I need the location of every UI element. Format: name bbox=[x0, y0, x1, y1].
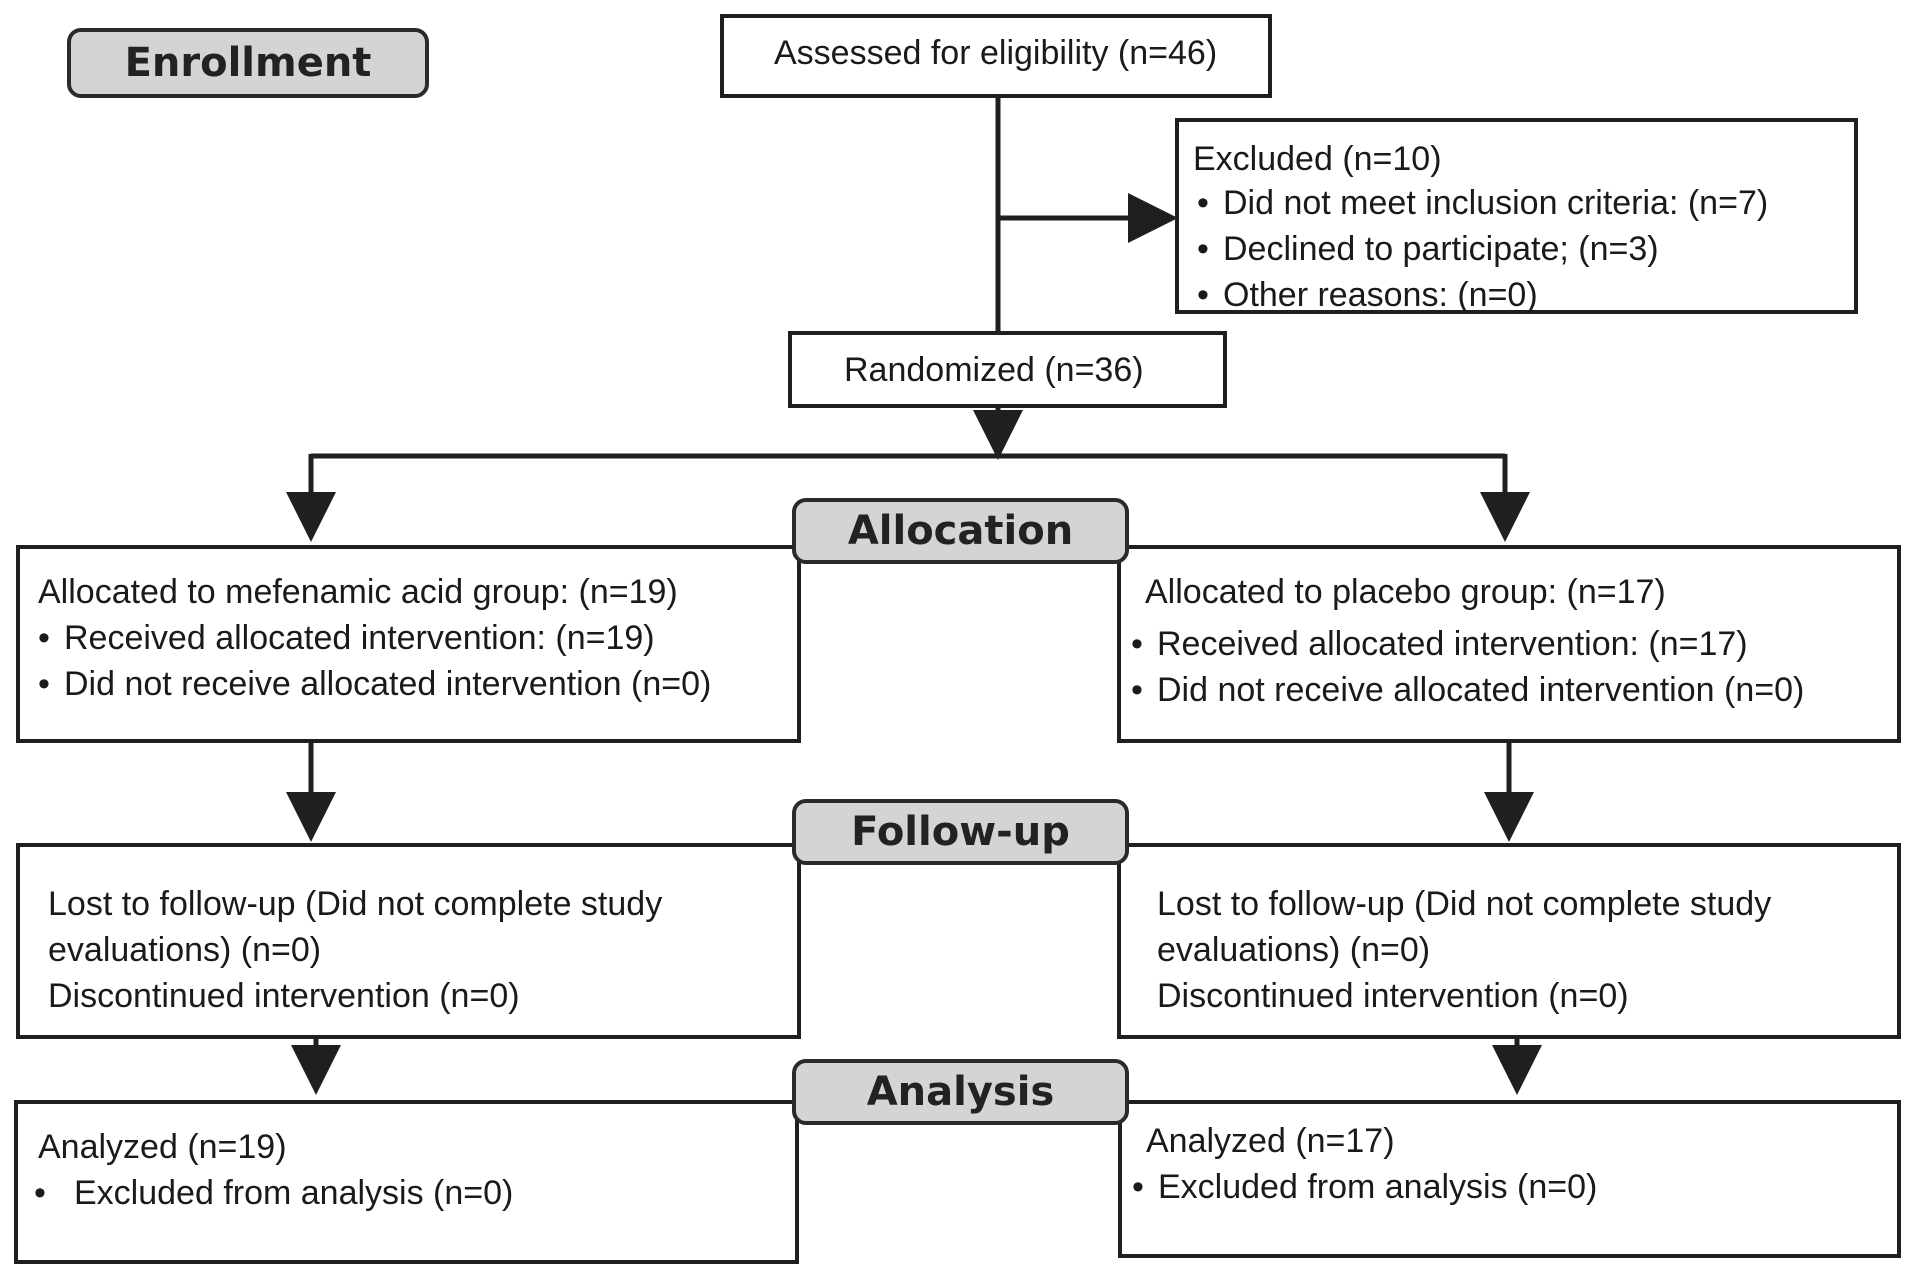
stage-analysis-label: Analysis bbox=[792, 1059, 1129, 1125]
right-analysis-box: Analyzed (n=17) Excluded from analysis (… bbox=[1118, 1100, 1901, 1258]
left-allocation-list: Received allocated intervention: (n=19) … bbox=[34, 615, 711, 707]
left-allocation-title: Allocated to mefenamic acid group: (n=19… bbox=[38, 573, 678, 611]
left-analysis-box: Analyzed (n=19) Excluded from analysis (… bbox=[14, 1100, 799, 1264]
excluded-item: Other reasons: (n=0) bbox=[1193, 272, 1768, 318]
right-analysis-title: Analyzed (n=17) bbox=[1146, 1122, 1395, 1160]
right-followup-line: Discontinued intervention (n=0) bbox=[1157, 977, 1629, 1015]
left-allocation-item: Received allocated intervention: (n=19) bbox=[34, 615, 711, 661]
left-allocation-box: Allocated to mefenamic acid group: (n=19… bbox=[16, 545, 801, 743]
right-followup-box: Lost to follow-up (Did not complete stud… bbox=[1117, 843, 1901, 1039]
left-followup-line: Lost to follow-up (Did not complete stud… bbox=[48, 885, 663, 923]
right-analysis-list: Excluded from analysis (n=0) bbox=[1128, 1164, 1597, 1210]
left-analysis-list: Excluded from analysis (n=0) bbox=[30, 1170, 513, 1216]
right-followup-line: Lost to follow-up (Did not complete stud… bbox=[1157, 885, 1772, 923]
left-followup-line: evaluations) (n=0) bbox=[48, 931, 322, 969]
left-analysis-item-text: Excluded from analysis (n=0) bbox=[74, 1174, 514, 1212]
excluded-box: Excluded (n=10) Did not meet inclusion c… bbox=[1175, 118, 1858, 318]
stage-allocation-label: Allocation bbox=[792, 498, 1129, 564]
right-analysis-item: Excluded from analysis (n=0) bbox=[1128, 1164, 1597, 1210]
left-analysis-title: Analyzed (n=19) bbox=[38, 1128, 287, 1166]
right-allocation-list: Received allocated intervention: (n=17) … bbox=[1127, 621, 1804, 713]
excluded-title: Excluded (n=10) bbox=[1193, 140, 1442, 178]
stage-enrollment-label: Enrollment bbox=[67, 28, 429, 98]
excluded-item: Declined to participate; (n=3) bbox=[1193, 226, 1768, 272]
excluded-list: Did not meet inclusion criteria: (n=7) D… bbox=[1193, 180, 1768, 318]
left-followup-line: Discontinued intervention (n=0) bbox=[48, 977, 520, 1015]
assessed-text: Assessed for eligibility (n=46) bbox=[774, 34, 1218, 72]
excluded-item: Did not meet inclusion criteria: (n=7) bbox=[1193, 180, 1768, 226]
right-allocation-item: Received allocated intervention: (n=17) bbox=[1127, 621, 1804, 667]
right-allocation-box: Allocated to placebo group: (n=17) Recei… bbox=[1117, 545, 1901, 743]
right-followup-line: evaluations) (n=0) bbox=[1157, 931, 1431, 969]
right-allocation-title: Allocated to placebo group: (n=17) bbox=[1145, 573, 1666, 611]
randomized-box: Randomized (n=36) bbox=[788, 331, 1227, 408]
left-allocation-item: Did not receive allocated intervention (… bbox=[34, 661, 711, 707]
stage-followup-label: Follow-up bbox=[792, 799, 1129, 865]
assessed-box: Assessed for eligibility (n=46) bbox=[720, 14, 1272, 98]
randomized-text: Randomized (n=36) bbox=[844, 351, 1144, 389]
left-followup-box: Lost to follow-up (Did not complete stud… bbox=[16, 843, 801, 1039]
right-allocation-item: Did not receive allocated intervention (… bbox=[1127, 667, 1804, 713]
left-analysis-item: Excluded from analysis (n=0) bbox=[30, 1170, 513, 1216]
